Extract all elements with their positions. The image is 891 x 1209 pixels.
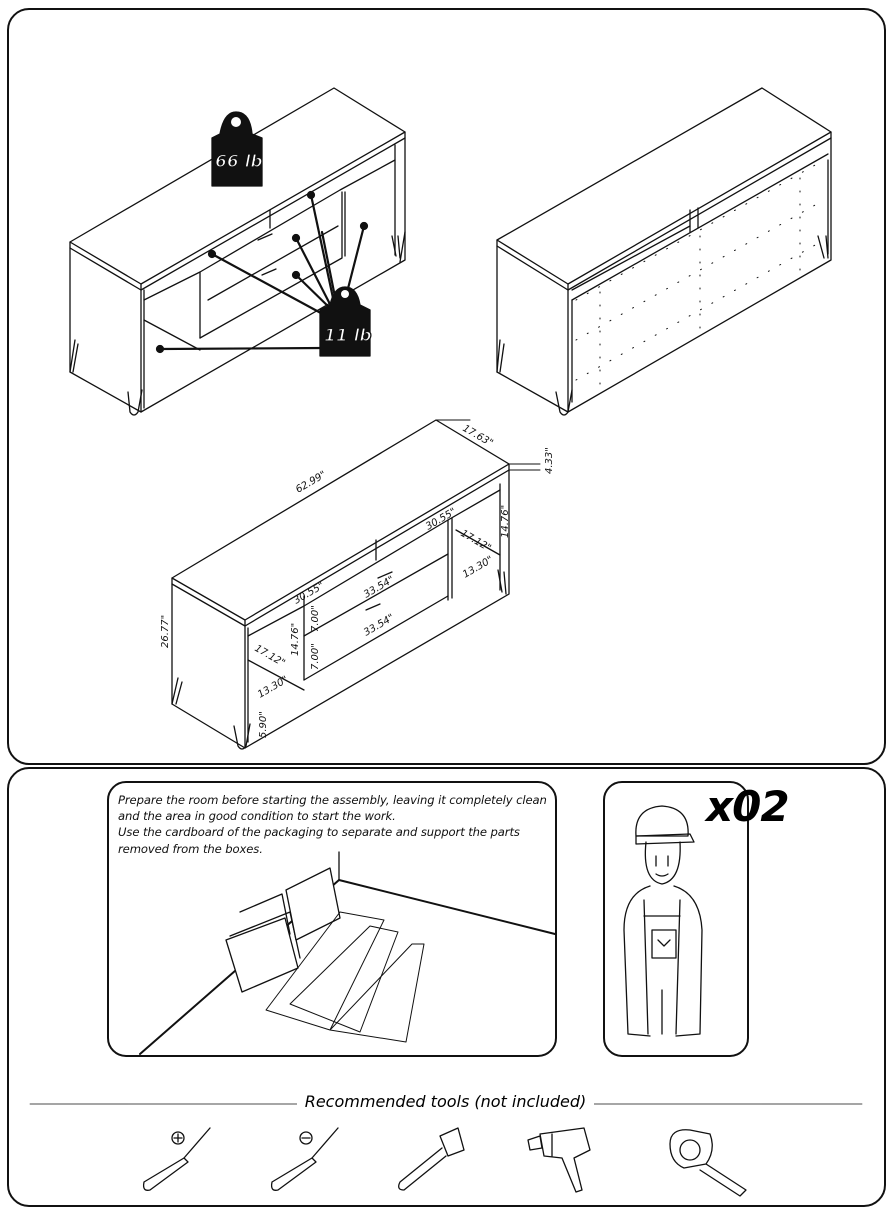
dim-drawer-height-2: 7.00" bbox=[310, 643, 321, 670]
dim-left-cubby-height: 14.76" bbox=[290, 623, 301, 656]
weight-66lb-icon bbox=[211, 111, 263, 187]
dim-drawer-front-2: 33.54" bbox=[362, 612, 396, 638]
dim-drawer-height-1: 7.00" bbox=[310, 605, 321, 632]
top-illustration-panel bbox=[7, 8, 886, 765]
flat-screwdriver-icon bbox=[270, 1127, 339, 1191]
dim-right-cubby-width: 13.30" bbox=[461, 554, 495, 580]
instruction-line-2: and the area in good condition to start … bbox=[118, 809, 396, 824]
weight-66lb-label: 66 lb bbox=[215, 152, 263, 172]
dim-drawer-front-1: 33.54" bbox=[362, 574, 396, 600]
dim-right-cubby-depth: 17.12" bbox=[459, 528, 493, 554]
instruction-line-1: Prepare the room before starting the ass… bbox=[118, 793, 547, 807]
dimension-labels: 62.99" 17.63" 4.33" 26.77" 5.90" 30.55" … bbox=[160, 423, 555, 738]
weight-11lb-label: 11 lb bbox=[324, 326, 372, 346]
weight-11lb-icon bbox=[319, 286, 371, 357]
front-cabinet-drawing bbox=[69, 87, 406, 416]
dim-width: 62.99" bbox=[294, 469, 328, 495]
dim-height: 26.77" bbox=[160, 615, 171, 648]
drill-icon bbox=[527, 1127, 591, 1193]
tools-caption: Recommended tools (not included) bbox=[296, 1092, 595, 1111]
phillips-screwdriver-icon bbox=[142, 1127, 211, 1191]
persons-count: x02 bbox=[706, 782, 790, 831]
back-cabinet-drawing bbox=[496, 87, 832, 416]
dim-leg-height: 5.90" bbox=[258, 711, 269, 738]
hammer-icon bbox=[398, 1127, 465, 1191]
instruction-line-3: Use the cardboard of the packaging to se… bbox=[118, 825, 520, 840]
room-floor-drawing bbox=[139, 851, 556, 1055]
worker-frame bbox=[603, 781, 749, 1057]
dim-left-cubby-width: 13.30" bbox=[256, 674, 290, 700]
dim-top-thickness: 4.33" bbox=[544, 447, 555, 474]
dimension-cabinet-drawing bbox=[171, 419, 541, 750]
tools-caption-wrap: Recommended tools (not included) bbox=[0, 1092, 891, 1111]
room-prep-instructions: Prepare the room before starting the ass… bbox=[118, 792, 558, 857]
dim-right-cubby-height: 14.76" bbox=[500, 505, 511, 538]
tape-measure-icon bbox=[669, 1129, 747, 1197]
instruction-line-4: removed from the boxes. bbox=[118, 841, 263, 856]
worker-icon bbox=[623, 805, 703, 1037]
room-prep-frame bbox=[107, 781, 557, 1057]
